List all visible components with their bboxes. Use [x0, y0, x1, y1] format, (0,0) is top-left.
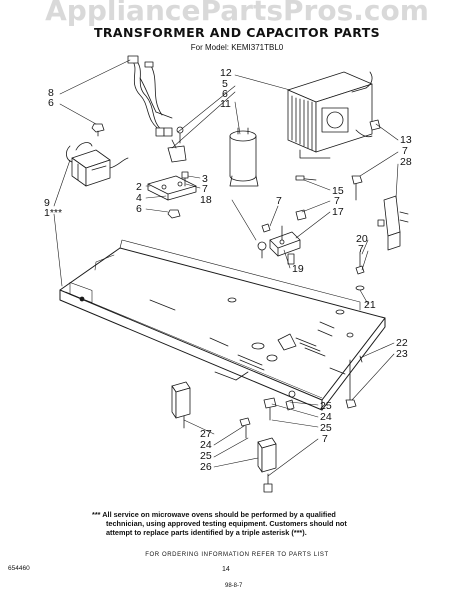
- callout-label: 15: [332, 185, 344, 197]
- callout-label: 8: [48, 87, 54, 99]
- callout-label: 1***: [44, 207, 62, 219]
- callout-label: 26: [200, 461, 212, 473]
- callout-label: 7: [322, 433, 328, 445]
- footnote-line: technician, using approved testing equip…: [106, 519, 347, 528]
- callout-label: 17: [332, 206, 344, 218]
- screw-left-upper: [91, 123, 105, 137]
- mounting-bracket: [147, 126, 197, 201]
- model-label: For Model: KEMI371TBL0: [190, 43, 284, 52]
- callout-numbers: 8 6 9 1*** 12 5 6 11 2 4 6 3 7 18 13 7 2…: [44, 67, 412, 473]
- callout-label: 21: [364, 299, 376, 311]
- callout-label: 6: [136, 203, 142, 215]
- callout-label: 19: [292, 263, 304, 275]
- high-voltage-transformer: [287, 71, 373, 159]
- left-foot: [171, 381, 191, 429]
- callout-label: 7: [402, 145, 408, 157]
- page-title: TRANSFORMER AND CAPACITOR PARTS: [93, 25, 381, 40]
- right-bracket-assembly: [351, 119, 409, 291]
- page-number: 14: [222, 566, 230, 573]
- watermark: AppliancePartsPros.com: [45, 0, 429, 27]
- foot-screws: [239, 355, 363, 439]
- callout-label: 7: [202, 183, 208, 195]
- service-footnote: *** All service on microwave ovens shoul…: [92, 510, 392, 537]
- callout-label: 5: [222, 78, 228, 90]
- callout-label: 28: [400, 156, 412, 168]
- footnote-line: *** All service on microwave ovens shoul…: [92, 510, 336, 519]
- callout-label: 27: [200, 428, 212, 440]
- callout-label: 12: [220, 67, 232, 79]
- capacitor: [229, 127, 259, 187]
- callout-label: 6: [48, 97, 54, 109]
- callout-label: 7: [276, 195, 282, 207]
- date-code: 98-8-7: [225, 583, 243, 589]
- callout-label: 24: [200, 439, 212, 451]
- callout-label: 11: [220, 98, 231, 110]
- small-transformer: [66, 142, 129, 187]
- callout-label: 13: [400, 134, 412, 146]
- callout-label: 4: [136, 192, 142, 204]
- callout-label: 2: [136, 181, 142, 193]
- wire-harness: [127, 55, 173, 137]
- callout-label: 22: [396, 337, 408, 349]
- callout-label: 25: [200, 450, 212, 462]
- callout-label: 3: [202, 173, 208, 185]
- figure-number: 654460: [8, 565, 30, 572]
- right-foot: [257, 437, 277, 493]
- base-plate: [59, 239, 386, 411]
- callout-label: 24: [320, 411, 332, 423]
- callout-label: 20: [356, 233, 368, 245]
- callout-label: 25: [320, 422, 332, 434]
- screw-mid: [167, 171, 189, 219]
- callout-label: 23: [396, 348, 408, 360]
- callout-label: 7: [334, 195, 340, 207]
- callout-label: 18: [200, 194, 212, 206]
- callout-label: 9: [44, 197, 50, 209]
- leader-lines: [53, 59, 399, 477]
- callout-label: 6: [222, 88, 228, 100]
- footnote-line: attempt to replace parts identified by a…: [106, 528, 307, 537]
- ordering-info: FOR ORDERING INFORMATION REFER TO PARTS …: [145, 552, 329, 558]
- callout-label: 25: [320, 400, 332, 412]
- diode-and-fuse-assembly: [257, 175, 317, 265]
- callout-label: 7: [358, 243, 364, 255]
